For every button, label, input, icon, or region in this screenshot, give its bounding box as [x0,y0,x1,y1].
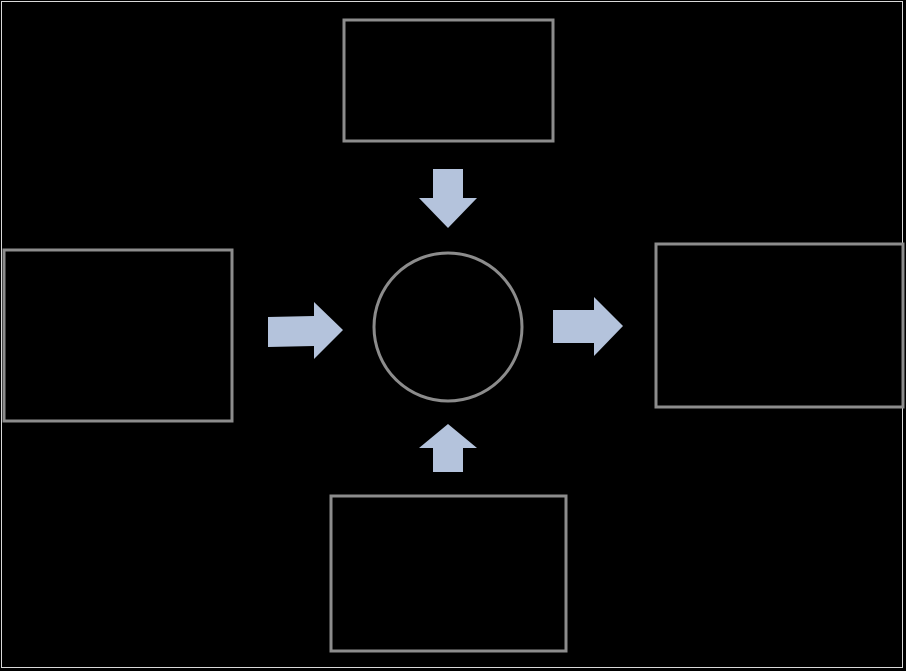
arrow-right-icon [268,302,343,359]
arrow-down-icon [419,169,477,228]
right-box [654,242,905,409]
arrow-right-out-icon [553,297,623,356]
arrow-up-icon [419,424,477,472]
center-circle [372,251,524,403]
top-box [342,18,555,143]
bottom-box [329,494,568,653]
left-box [2,248,234,423]
